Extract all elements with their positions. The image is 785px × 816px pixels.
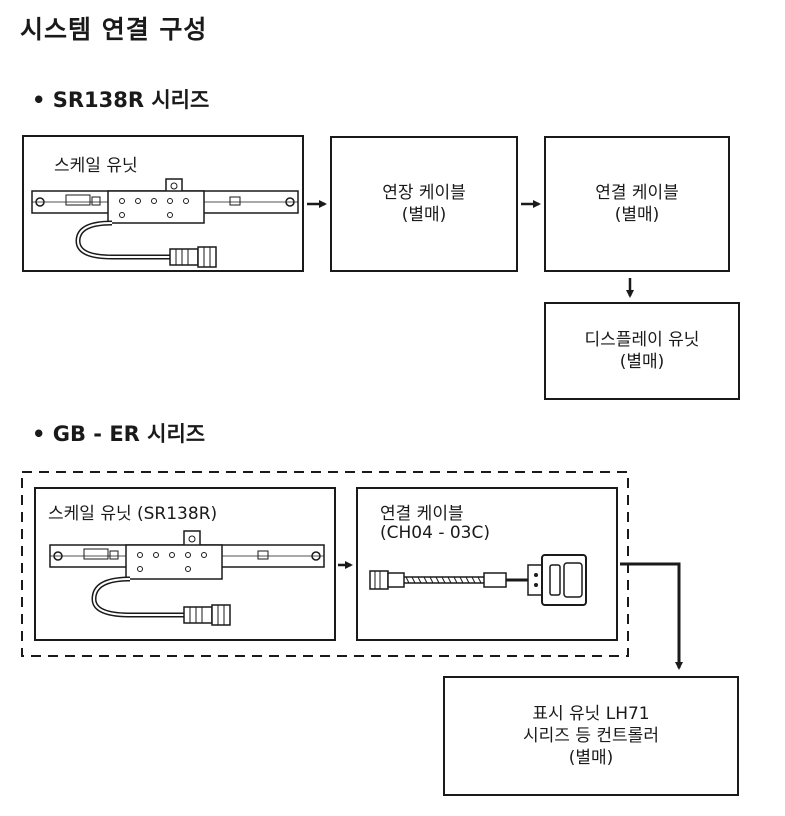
scale-unit-label: 스케일 유닛 xyxy=(54,156,138,176)
scale-unit-box-gb: 스케일 유닛 (SR138R) xyxy=(34,487,336,641)
controller-label-1: 표시 유닛 LH71 xyxy=(532,704,650,724)
scale-unit-box: 스케일 유닛 xyxy=(22,135,304,272)
controller-box: 표시 유닛 LH71 시리즈 등 컨트롤러 (별매) xyxy=(443,676,739,796)
display-unit-label: 디스플레이 유닛 xyxy=(584,330,700,350)
display-unit-sublabel: (별매) xyxy=(619,352,665,372)
section-heading-sr138r: • SR138R 시리즈 xyxy=(32,88,210,112)
controller-label-2: 시리즈 등 컨트롤러 xyxy=(523,726,659,746)
page-title: 시스템 연결 구성 xyxy=(20,15,208,44)
extension-cable-sublabel: (별매) xyxy=(401,205,447,225)
dashed-group-outline xyxy=(21,471,629,657)
controller-label-3: (별매) xyxy=(568,748,614,768)
connection-cable-label: 연결 케이블 xyxy=(595,183,679,203)
extension-cable-label: 연장 케이블 xyxy=(382,183,466,203)
connection-cable-sublabel: (별매) xyxy=(614,205,660,225)
connection-cable-box-gb: 연결 케이블 (CH04 - 03C) xyxy=(356,487,618,641)
scale-unit-label-gb: 스케일 유닛 (SR138R) xyxy=(48,504,218,524)
extension-cable-box: 연장 케이블 (별매) xyxy=(330,136,518,272)
connection-cable-icon xyxy=(369,554,587,606)
connection-cable-box: 연결 케이블 (별매) xyxy=(544,136,730,272)
section-heading-gb-er: • GB - ER 시리즈 xyxy=(32,422,206,446)
connection-cable-model: (CH04 - 03C) xyxy=(380,523,490,543)
display-unit-box: 디스플레이 유닛 (별매) xyxy=(544,302,740,400)
arrow-icon xyxy=(620,562,683,670)
connection-cable-label-gb: 연결 케이블 xyxy=(380,504,464,524)
linear-scale-unit-icon xyxy=(31,178,299,268)
linear-scale-unit-icon xyxy=(49,530,325,626)
